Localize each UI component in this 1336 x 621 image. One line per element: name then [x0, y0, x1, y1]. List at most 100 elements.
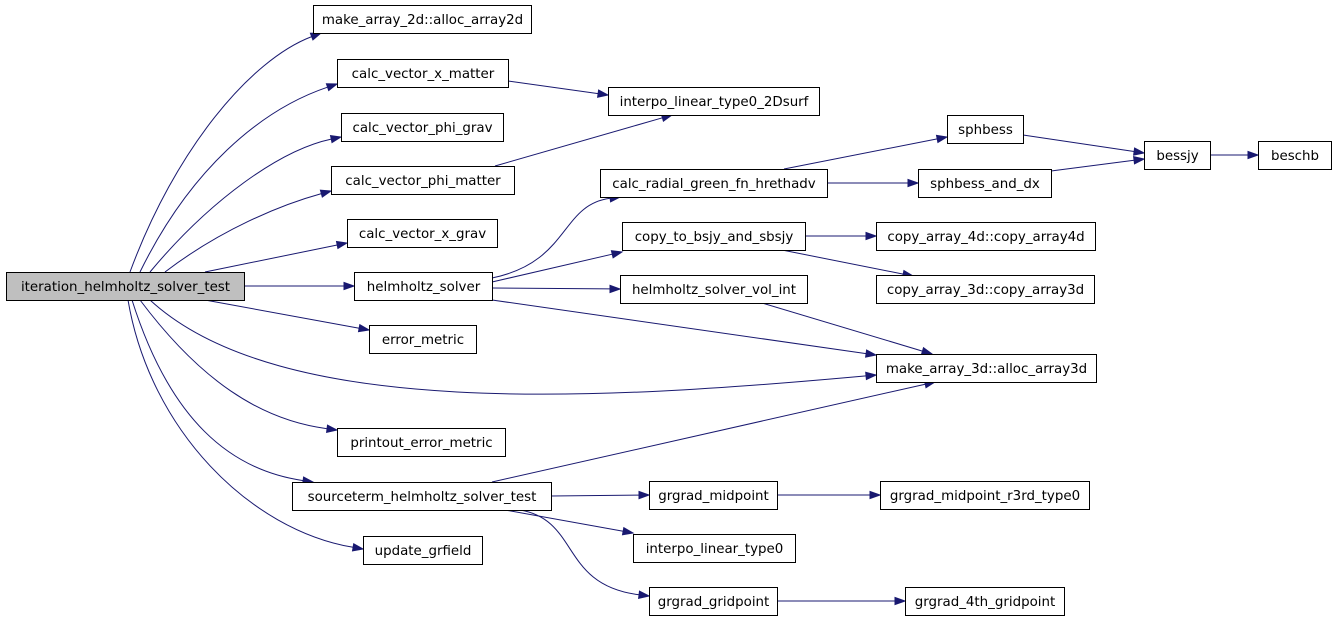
call-edge-copybs-to-copy3d [781, 249, 915, 279]
arrowhead [865, 349, 878, 358]
function-node-xmat[interactable]: calc_vector_x_matter [337, 59, 509, 88]
edge-line [149, 138, 332, 273]
function-node-copybs[interactable]: copy_to_bsjy_and_sbsjy [622, 222, 806, 251]
node-label: beschb [1271, 149, 1319, 164]
arrowhead [357, 323, 371, 333]
arrowhead [609, 284, 622, 294]
call-edge-root-to-alloc3d [149, 299, 878, 395]
arrowhead [869, 490, 882, 500]
function-node-interp[interactable]: interpo_linear_type0 [633, 534, 796, 563]
function-node-volint[interactable]: helmholtz_solver_vol_int [620, 275, 808, 304]
function-node-alloc3d[interactable]: make_array_3d::alloc_array3d [876, 354, 1097, 383]
edge-line [139, 299, 328, 430]
edge-line [1050, 159, 1135, 172]
node-box [876, 222, 1096, 251]
arrowhead [865, 371, 878, 381]
call-edge-copybs-to-copy4d [805, 231, 878, 241]
function-nodes: iteration_helmholtz_solver_test make_arra… [6, 5, 1332, 616]
arrowhead [325, 83, 339, 92]
node-label: helmholtz_solver_vol_int [632, 283, 796, 298]
edge-line [129, 36, 312, 273]
arrowhead [638, 490, 651, 500]
function-node-root[interactable]: iteration_helmholtz_solver_test [6, 272, 245, 301]
edge-line [491, 383, 926, 483]
function-node-grmid[interactable]: grgrad_midpoint [649, 481, 778, 510]
arrowhead [309, 32, 323, 41]
function-node-err[interactable]: error_metric [369, 325, 477, 354]
node-box [331, 166, 515, 195]
node-box [876, 275, 1095, 304]
function-node-helm[interactable]: helmholtz_solver [354, 272, 493, 301]
node-label: iteration_helmholtz_solver_test [21, 280, 230, 295]
edge-line [761, 302, 923, 352]
function-node-phigrav[interactable]: calc_vector_phi_grav [341, 113, 504, 142]
edge-line [550, 494, 640, 497]
function-node-printerr[interactable]: printout_error_metric [337, 428, 506, 457]
function-node-alloc2d[interactable]: make_array_2d::alloc_array2d [313, 5, 532, 34]
function-node-phimat[interactable]: calc_vector_phi_matter [331, 166, 515, 195]
node-box [341, 113, 504, 142]
call-edge-root-to-xgrav [204, 240, 349, 273]
edge-line [127, 299, 354, 548]
node-box [880, 481, 1090, 510]
edge-line [494, 117, 663, 167]
arrowhead [865, 231, 878, 241]
node-box [649, 587, 778, 616]
edge-line [204, 299, 360, 329]
call-edge-green-to-sphdx [827, 178, 920, 188]
edge-line [491, 253, 613, 283]
node-label: error_metric [382, 333, 464, 348]
node-label: sourceterm_helmholtz_solver_test [308, 490, 537, 505]
node-box [1144, 141, 1211, 170]
function-node-sphbess[interactable]: sphbess [947, 115, 1024, 144]
arrowhead [326, 424, 339, 433]
call-edge-sphdx-to-bessjy [1050, 156, 1146, 172]
call-edge-helm-to-copybs [491, 250, 624, 283]
function-node-copy3d[interactable]: copy_array_3d::copy_array3d [876, 275, 1095, 304]
arrowhead [597, 89, 610, 98]
call-edge-xmat-to-interp2d [507, 80, 610, 98]
call-edge-sphbess-to-bessjy [1022, 134, 1146, 156]
node-label: calc_radial_green_fn_hrethadv [612, 177, 816, 192]
node-label: calc_vector_phi_matter [345, 174, 501, 189]
call-edge-helm-to-alloc3d [491, 299, 878, 358]
node-box [337, 59, 509, 88]
call-edge-helm-to-volint [491, 284, 622, 294]
call-edge-root-to-phimat [164, 189, 333, 273]
arrowhead [351, 543, 365, 552]
node-box [6, 272, 245, 301]
arrowhead [343, 281, 356, 291]
call-edge-root-to-helm [244, 281, 356, 291]
function-node-copy4d[interactable]: copy_array_4d::copy_array4d [876, 222, 1096, 251]
edge-line [504, 509, 624, 532]
function-node-source[interactable]: sourceterm_helmholtz_solver_test [292, 482, 552, 511]
function-node-midr3[interactable]: grgrad_midpoint_r3rd_type0 [880, 481, 1090, 510]
node-box [620, 275, 808, 304]
node-box [337, 428, 506, 457]
function-node-bessjy[interactable]: bessjy [1144, 141, 1211, 170]
node-box [918, 169, 1052, 198]
node-label: grgrad_4th_gridpoint [915, 595, 1056, 610]
arrowhead [610, 250, 624, 259]
node-label: calc_vector_phi_grav [352, 121, 492, 136]
function-node-beschb[interactable]: beschb [1258, 141, 1332, 170]
arrowhead [621, 526, 635, 536]
function-node-grgrid[interactable]: grgrad_gridpoint [649, 587, 778, 616]
node-box [313, 5, 532, 34]
arrowhead [335, 240, 349, 250]
function-node-green[interactable]: calc_radial_green_fn_hrethadv [600, 169, 828, 198]
node-label: bessjy [1156, 149, 1198, 164]
function-node-grad4[interactable]: grgrad_4th_gridpoint [905, 587, 1065, 616]
function-node-interp2d[interactable]: interpo_linear_type0_2Dsurf [608, 87, 820, 116]
node-label: helmholtz_solver [367, 280, 481, 295]
function-node-sphdx[interactable]: sphbess_and_dx [918, 169, 1052, 198]
edge-line [1022, 134, 1135, 152]
node-label: update_grfield [375, 544, 472, 559]
function-node-xgrav[interactable]: calc_vector_x_grav [347, 219, 498, 248]
node-label: grgrad_gridpoint [658, 595, 770, 610]
arrowhead [1133, 147, 1146, 156]
arrowhead [1133, 156, 1146, 165]
function-node-update[interactable]: update_grfield [363, 536, 483, 565]
node-box [947, 115, 1024, 144]
